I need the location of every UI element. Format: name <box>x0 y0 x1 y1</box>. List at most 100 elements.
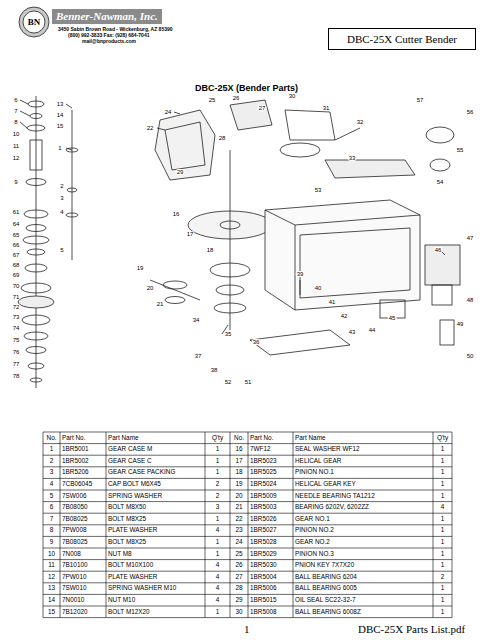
table-cell: 7B08050 <box>62 504 88 510</box>
doc-title: DBC-25X Cutter Bender <box>347 33 457 45</box>
column-line <box>106 432 107 618</box>
callout-number: 75 <box>12 337 21 343</box>
callout-number: 10 <box>12 131 21 137</box>
table-cell: NUT M10 <box>108 597 135 603</box>
table-cell: 11 <box>48 562 55 568</box>
table-cell: 4 <box>441 504 445 510</box>
table-cell: 21 <box>235 504 242 510</box>
table-cell: PLATE WASHER <box>108 574 157 580</box>
table-cell: 6 <box>50 504 54 510</box>
callout-number: 20 <box>146 285 155 291</box>
table-cell: 2 <box>216 481 220 487</box>
table-cell: 10 <box>48 551 55 557</box>
column-line <box>248 432 249 618</box>
table-cell: 4 <box>216 597 220 603</box>
table-cell: 1BR5003 <box>250 504 277 510</box>
row-line <box>43 548 452 549</box>
table-cell: 27 <box>235 574 242 580</box>
table-cell: 7B10100 <box>62 562 88 568</box>
table-cell: 1 <box>441 539 445 545</box>
callout-number: 61 <box>12 209 21 215</box>
table-header: Part Name <box>108 435 139 441</box>
row-line <box>43 432 452 433</box>
page-number: 1 <box>244 624 250 635</box>
callout-number: 38 <box>210 367 219 373</box>
column-line <box>293 432 294 618</box>
row-line <box>43 455 452 456</box>
table-cell: PLATE WASHER <box>108 527 157 533</box>
title-box: DBC-25X Cutter Bender <box>328 28 476 50</box>
callout-number: 4 <box>59 209 64 215</box>
table-cell: 1 <box>441 597 445 603</box>
callout-number: 65 <box>12 232 21 238</box>
table-cell: 1BR5029 <box>250 551 277 557</box>
table-cell: 3 <box>50 469 54 475</box>
callout-number: 48 <box>466 297 475 303</box>
table-cell: 7N008 <box>62 551 81 557</box>
callout-number: 64 <box>12 221 21 227</box>
table-cell: GEAR NO.1 <box>295 516 330 522</box>
row-line <box>43 490 452 491</box>
table-cell: 7SW010 <box>62 585 87 591</box>
callout-number: 47 <box>466 235 475 241</box>
table-cell: 1BR5206 <box>62 469 89 475</box>
callout-number: 31 <box>322 105 331 111</box>
column-line <box>205 432 206 618</box>
callout-number: 26 <box>232 95 241 101</box>
callout-number: 8 <box>13 119 18 125</box>
company-info: mail@bnproducts.com <box>82 39 136 44</box>
table-cell: 1BR5023 <box>250 458 277 464</box>
callout-number: 37 <box>194 353 203 359</box>
table-cell: HELICAL GEAR <box>295 458 341 464</box>
table-cell: 1 <box>216 446 220 452</box>
table-cell: CAP BOLT M6X45 <box>108 481 161 487</box>
callout-number: 49 <box>456 321 465 327</box>
table-cell: 1BR5015 <box>250 597 277 603</box>
table-cell: BOLT M8X25 <box>108 516 146 522</box>
callout-number: 46 <box>434 247 443 253</box>
callout-number: 9 <box>13 179 18 185</box>
table-cell: 1 <box>216 516 220 522</box>
table-cell: 1BR5004 <box>250 574 277 580</box>
callout-number: 36 <box>252 339 261 345</box>
table-cell: SPRING WASHER <box>108 493 162 499</box>
table-cell: 1BR5008 <box>250 609 277 615</box>
callout-number: 5 <box>59 247 64 253</box>
table-cell: 20 <box>235 493 242 499</box>
callout-number: 42 <box>340 313 349 319</box>
table-cell: 26 <box>235 562 242 568</box>
callout-number: 3 <box>59 195 64 201</box>
table-header: Part No. <box>62 435 85 441</box>
table-cell: 4 <box>216 527 220 533</box>
table-cell: GEAR CASE PACKING <box>108 469 175 475</box>
table-cell: 1 <box>441 481 445 487</box>
table-cell: 28 <box>235 585 242 591</box>
file-name: DBC-25X Parts List.pdf <box>358 624 465 635</box>
table-cell: 30 <box>235 609 242 615</box>
callout-number: 52 <box>224 379 233 385</box>
callout-number: 51 <box>244 379 253 385</box>
table-cell: 4 <box>50 481 54 487</box>
column-line <box>452 432 453 618</box>
callout-number: 56 <box>466 109 475 115</box>
callout-number: 44 <box>368 327 377 333</box>
table-cell: 1 <box>216 458 220 464</box>
table-header: No. <box>47 435 57 441</box>
table-cell: SEAL WASHER WF12 <box>295 446 360 452</box>
callout-number: 45 <box>388 315 397 321</box>
table-cell: 13 <box>48 585 55 591</box>
callout-number: 35 <box>224 331 233 337</box>
table-cell: 1 <box>441 609 445 615</box>
table-cell: 16 <box>235 446 242 452</box>
table-cell: SPRING WASHER M10 <box>108 585 176 591</box>
callout-number: 28 <box>218 135 227 141</box>
table-cell: 1BR5001 <box>62 446 89 452</box>
table-header: Q'ty <box>437 435 448 441</box>
callout-number: 33 <box>348 155 357 161</box>
table-cell: BOLT M8X50 <box>108 504 146 510</box>
callout-number: 53 <box>314 187 323 193</box>
table-cell: PINION NO.3 <box>295 551 334 557</box>
table-cell: GEAR NO.2 <box>295 539 330 545</box>
callout-number: 17 <box>186 231 195 237</box>
section-title: DBC-25X (Bender Parts) <box>195 84 298 93</box>
